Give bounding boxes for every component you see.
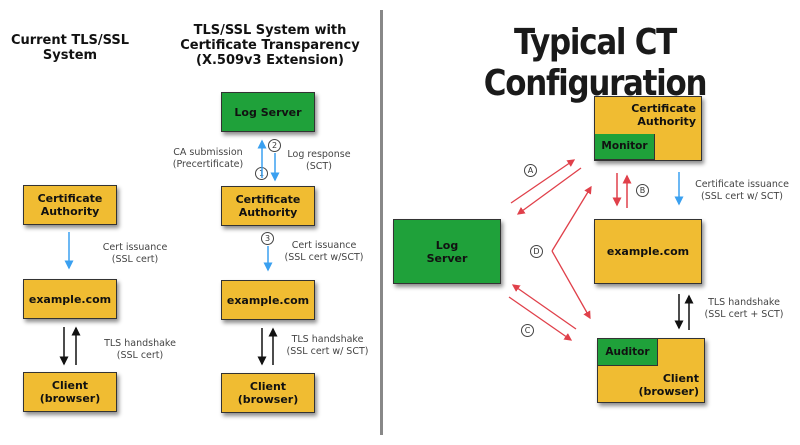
left-site-box: example.com (23, 279, 117, 319)
right-handshake-label: TLS handshake (SSL cert + SCT) (704, 297, 784, 320)
middle-client-box: Client (browser) (221, 373, 315, 413)
right-client-box: Client (browser) Auditor (597, 338, 705, 403)
right-client-label: Client (browser) (638, 372, 699, 398)
arrow-d-up (551, 185, 592, 252)
step-b-badge: B (636, 184, 649, 197)
right-ca-label: Certificate Authority (631, 102, 696, 128)
arrow-d-down (551, 250, 591, 320)
middle-submission-label: CA submission (Precertificate) (172, 147, 244, 170)
middle-handshake-label: TLS handshake (SSL cert w/ SCT) (286, 334, 369, 357)
middle-response-label: Log response (SCT) (287, 149, 351, 172)
left-ca-box: Certificate Authority (23, 185, 117, 225)
step-c-badge: C (521, 324, 534, 337)
step-d-badge: D (530, 245, 543, 258)
right-log-server-box: Log Server (393, 219, 501, 284)
panel-divider (380, 10, 383, 435)
middle-issuance-label: Cert issuance (SSL cert w/SCT) (284, 240, 364, 263)
step-2-badge: 2 (268, 139, 281, 152)
left-handshake-label: TLS handshake (SSL cert) (104, 338, 176, 361)
arrow-a-out (510, 159, 576, 204)
right-ca-box: Certificate Authority Monitor (594, 96, 702, 161)
middle-log-server-box: Log Server (221, 92, 315, 132)
right-site-box: example.com (594, 219, 702, 284)
left-issuance-label: Cert issuance (SSL cert) (102, 242, 168, 265)
auditor-box: Auditor (598, 339, 658, 366)
arrow-a-in (516, 167, 582, 215)
middle-site-box: example.com (221, 280, 315, 320)
left-panel-title: Current TLS/SSL System (10, 33, 130, 63)
middle-panel-title: TLS/SSL System with Certificate Transpar… (180, 23, 360, 68)
middle-ca-box: Certificate Authority (221, 186, 315, 226)
monitor-box: Monitor (595, 134, 655, 160)
step-3-badge: 3 (261, 232, 274, 245)
right-issuance-label: Certificate issuance (SSL cert w/ SCT) (695, 179, 789, 202)
step-a-badge: A (524, 164, 537, 177)
arrow-c-in (511, 284, 577, 330)
arrow-c-out (508, 296, 573, 341)
left-client-box: Client (browser) (23, 372, 117, 412)
